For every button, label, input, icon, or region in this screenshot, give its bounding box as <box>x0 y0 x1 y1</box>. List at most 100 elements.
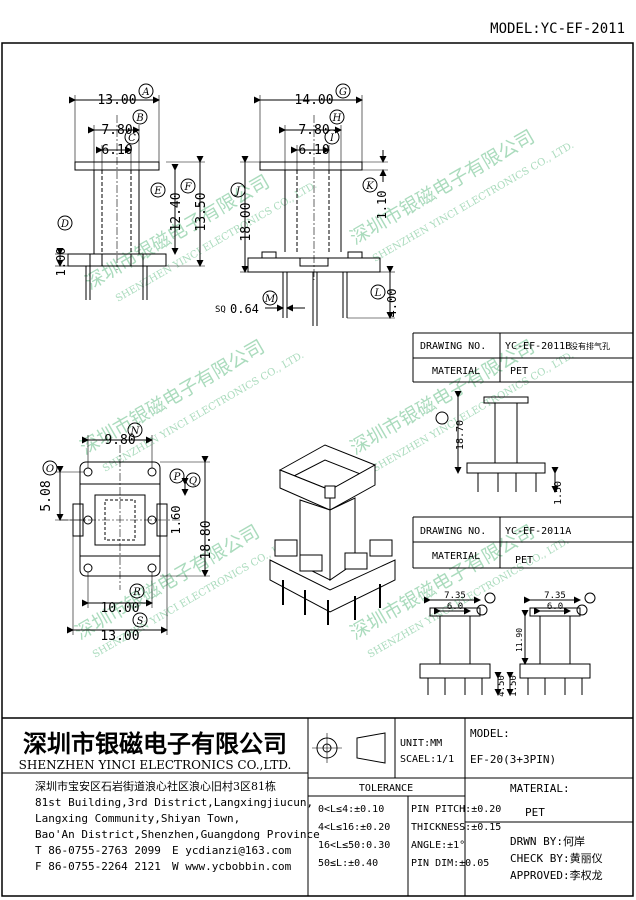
spec-angle: ANGLE:±1° <box>411 840 465 851</box>
tag-d: D <box>60 219 69 230</box>
tag-i: I <box>329 133 335 144</box>
website: W www.ycbobbin.com <box>172 860 292 873</box>
dim-side-core: 7.80 <box>298 123 329 138</box>
tag-s: S <box>137 616 144 627</box>
variant-b-material-label: MATERIAL <box>432 366 480 377</box>
model-value: EF-20(3+3PIN) <box>470 753 556 766</box>
dim-a-right-height: 11.90 <box>515 628 524 652</box>
tolerance-row-1: 0<L≤4:±0.10 <box>318 804 384 815</box>
spec-pin-pitch: PIN PITCH:±0.20 <box>411 804 501 815</box>
dim-front-total-h: 13.50 <box>194 192 209 231</box>
material-label: MATERIAL: <box>510 782 570 795</box>
tag-n: N <box>130 426 141 437</box>
dim-bottom-pitch: 9.80 <box>104 433 135 448</box>
dim-front-flange: 1.00 <box>54 248 68 277</box>
tag-b: B <box>135 113 143 124</box>
variant-b-drawing-no: YC-EF-2011B <box>505 341 571 352</box>
dim-front-width: 13.00 <box>97 93 136 108</box>
dim-a-right-pin: 1.50 <box>509 675 519 697</box>
dim-front-core: 7.80 <box>101 123 132 138</box>
tolerance-row-3: 16<L≤50:0.30 <box>318 840 390 851</box>
address-en-3: Bao'An District,Shenzhen,Guangdong Provi… <box>35 828 320 841</box>
tag-q: Q <box>189 476 197 487</box>
email: E ycdianzi@163.com <box>172 844 292 857</box>
model-label: MODEL: <box>470 727 510 740</box>
dim-a-left-pin: 4.50 <box>497 675 507 697</box>
tag-g: G <box>339 87 347 98</box>
dim-side-pin-sq: 0.64 <box>230 302 259 316</box>
check-by: CHECK BY:黄丽仪 <box>510 851 603 865</box>
address-en-2: Langxing Community,Shiyan Town, <box>35 812 240 825</box>
dim-bottom-total: 13.00 <box>100 629 139 644</box>
dim-side-height: 18.00 <box>239 202 254 241</box>
tel: T 86-0755-2763 2099 <box>35 844 161 857</box>
model-header: MODEL:YC-EF-2011 <box>490 21 625 37</box>
variant-b-note: 没有排气孔 <box>570 341 610 351</box>
dim-bottom-small: 1.60 <box>169 506 183 535</box>
tag-l: L <box>374 288 382 299</box>
tolerance-title: TOLERANCE <box>359 783 413 794</box>
dim-bottom-pin-span: 10.00 <box>100 601 139 616</box>
dim-bottom-row: 5.08 <box>39 480 54 511</box>
dim-side-flange: 1.10 <box>375 191 389 220</box>
dim-side-inner: 6.10 <box>298 143 329 158</box>
spec-thickness: THICKNESS:±0.15 <box>411 822 501 833</box>
side-sq-label: SQ <box>215 305 226 315</box>
variant-b-labels: DRAWING NO. YC-EF-2011B 没有排气孔 MATERIAL P… <box>420 341 610 505</box>
tolerance-row-4: 50≤L:±0.40 <box>318 858 378 869</box>
watermark-group: 深圳市银磁电子有限公司 SHENZHEN YINCI ELECTRONICS C… <box>72 126 577 661</box>
tag-p: P <box>173 472 181 483</box>
tag-m: M <box>264 294 276 305</box>
variant-a-labels: DRAWING NO. YC-EF-2011A MATERIAL PET 7.3… <box>420 526 571 697</box>
dim-bottom-length: 18.80 <box>199 520 214 559</box>
dim-front-inner: 6.10 <box>101 143 132 158</box>
side-view-labels: 14.00 7.80 6.10 18.00 1.10 4.00 SQ 0.64 … <box>215 87 399 317</box>
material-value: PET <box>525 806 545 819</box>
company-name-cn: 深圳市银磁电子有限公司 <box>23 729 287 758</box>
dim-a-right-core: 6.0 <box>547 602 563 612</box>
front-view <box>55 83 205 300</box>
tag-o: O <box>46 464 54 475</box>
tag-f: F <box>184 182 193 193</box>
dim-a-right-width: 7.35 <box>544 591 566 601</box>
variant-a-drawing-no: YC-EF-2011A <box>505 526 571 537</box>
tag-j: J <box>234 186 241 197</box>
address-cn: 深圳市宝安区石岩街道浪心社区浪心旧村3区81栋 <box>35 779 276 793</box>
spec-pin-dim: PIN DIM:±0.05 <box>411 858 489 869</box>
company-name-en: SHENZHEN YINCI ELECTRONICS CO.,LTD. <box>19 758 292 772</box>
approved-by: APPROVED:李权龙 <box>510 868 603 882</box>
dim-a-left-width: 7.35 <box>444 591 466 601</box>
tag-r: R <box>132 587 141 598</box>
unit: UNIT:MM <box>400 738 442 749</box>
dim-b-height: 18.70 <box>455 420 466 450</box>
title-block-labels: 深圳市银磁电子有限公司 SHENZHEN YINCI ELECTRONICS C… <box>19 727 603 882</box>
fax: F 86-0755-2264 2121 <box>35 860 161 873</box>
dim-front-body-h: 12.40 <box>169 192 184 231</box>
variant-b-material: PET <box>510 366 528 377</box>
isometric-view <box>269 444 396 625</box>
variant-b-drawing-label: DRAWING NO. <box>420 341 486 352</box>
dim-side-pin: 4.00 <box>385 289 399 318</box>
title-block <box>2 717 633 896</box>
variant-b-block <box>412 332 633 493</box>
tag-a: A <box>141 87 149 98</box>
scale: SCAEL:1/1 <box>400 754 454 765</box>
side-view <box>230 83 395 326</box>
tag-e: E <box>153 186 162 197</box>
variant-a-block <box>412 516 633 696</box>
front-view-labels: 13.00 7.80 6.10 12.40 13.50 1.00 A B C D… <box>54 87 209 276</box>
variant-a-drawing-label: DRAWING NO. <box>420 526 486 537</box>
bottom-view-labels: 9.80 5.08 1.60 18.80 10.00 13.00 N O P Q… <box>39 426 214 644</box>
watermark-cn: 深圳市银磁电子有限公司 <box>72 521 264 645</box>
bottom-view <box>42 422 210 635</box>
dim-a-left-core: 6.0 <box>447 602 463 612</box>
sheet-frame <box>1 42 634 897</box>
tolerance-row-2: 4<L≤16:±0.20 <box>318 822 390 833</box>
tag-c: C <box>128 133 136 144</box>
variant-a-material-label: MATERIAL <box>432 551 480 562</box>
dim-side-width: 14.00 <box>294 93 333 108</box>
variant-a-material: PET <box>515 555 533 566</box>
tag-k: K <box>365 181 374 192</box>
drawn-by: DRWN BY:何岸 <box>510 835 585 848</box>
